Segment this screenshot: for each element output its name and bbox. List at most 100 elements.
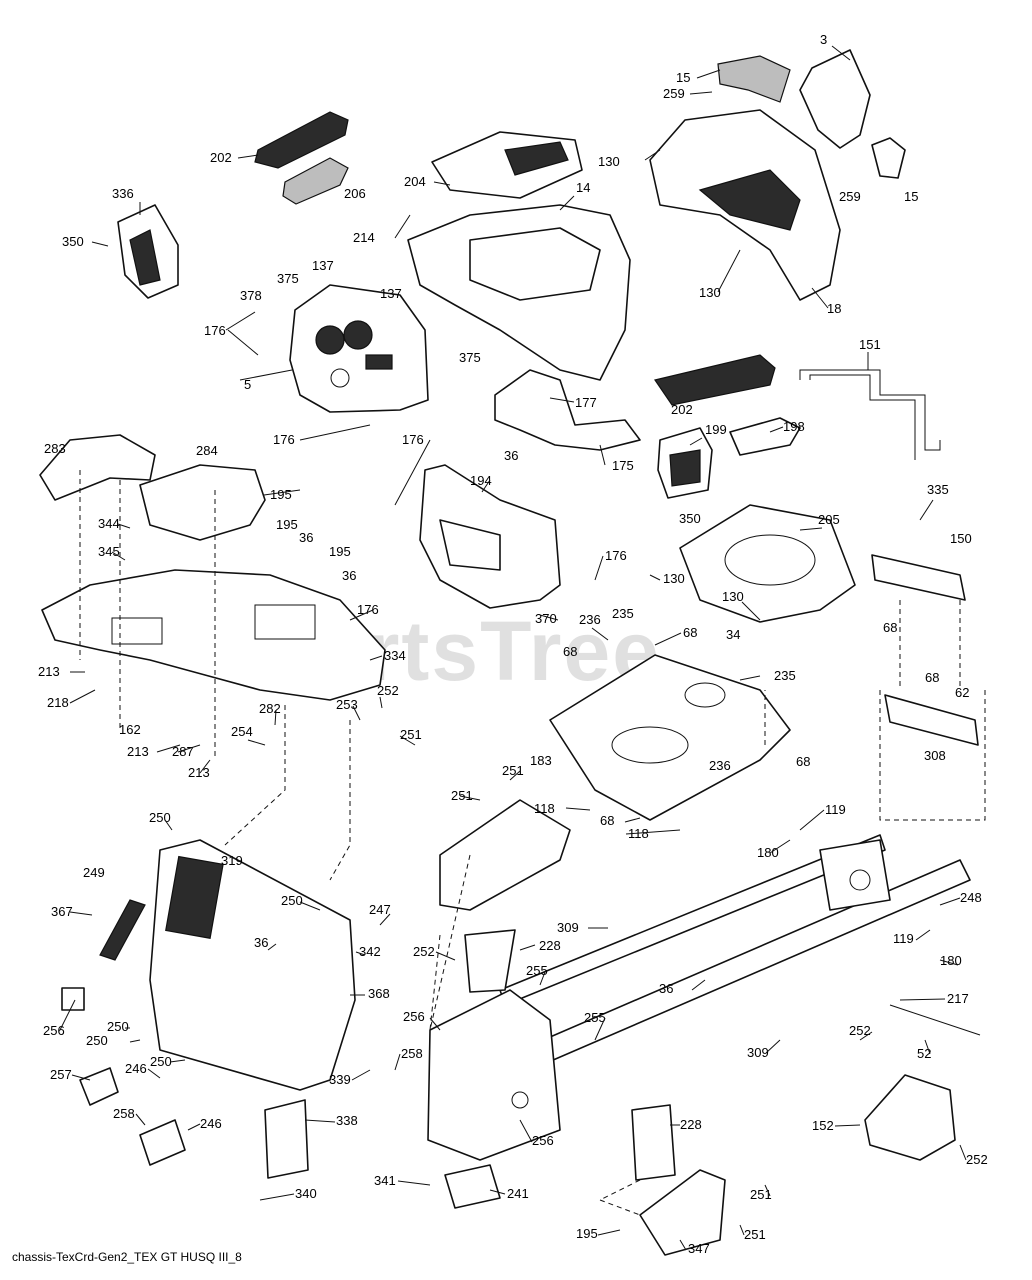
part-335-mesh [669, 449, 701, 487]
callout-68-e: 68 [796, 754, 810, 769]
callout-34: 34 [726, 627, 740, 642]
callout-370-c: 251 [451, 788, 473, 803]
callout-339: 258 [401, 1046, 423, 1061]
callout-340: 338 [336, 1113, 358, 1128]
callout-177: 177 [575, 395, 597, 410]
callout-341: 340 [295, 1186, 317, 1201]
callout-3: 3 [820, 32, 827, 47]
callout-205: 198 [783, 419, 805, 434]
part-150-opening [724, 534, 816, 586]
callout-137-b: 137 [380, 286, 402, 301]
part-367-plate [439, 799, 571, 911]
part-217-rod [889, 1004, 981, 1036]
callout-254: 287 [172, 744, 194, 759]
callout-189-b: 252 [413, 944, 435, 959]
callout-176-a: 176 [204, 323, 226, 338]
part-frame-front [427, 989, 561, 1161]
part-334-crossbar [884, 694, 979, 746]
callout-162-c: 213 [188, 765, 210, 780]
callout-194-b: 36 [342, 568, 356, 583]
part-151-bracket-rod [799, 369, 941, 460]
callout-259-b: 259 [839, 189, 861, 204]
part-283-fender [39, 434, 156, 501]
callout-15-b: 15 [904, 189, 918, 204]
part-366-plate [639, 1169, 726, 1256]
callout-368: 256 [43, 1023, 65, 1038]
part-3-side-panel [799, 49, 871, 149]
callout-228-a: 309 [557, 920, 579, 935]
part-309-grid [165, 855, 224, 939]
part-5-gauge-left [315, 325, 345, 355]
callout-36-b: 195 [329, 544, 351, 559]
part-284-seat-pan [139, 464, 266, 541]
callout-162-b: 213 [127, 744, 149, 759]
callout-309: 368 [368, 986, 390, 1001]
callout-119-a: 180 [757, 845, 779, 860]
callout-283: 283 [44, 441, 66, 456]
callout-334: 62 [955, 685, 969, 700]
part-257-pedal [79, 1067, 119, 1106]
callout-68-f: 68 [600, 813, 614, 828]
callout-248: 247 [369, 902, 391, 917]
callout-162-a: 213 [38, 664, 60, 679]
part-342-plate-upper [464, 929, 516, 993]
callout-308-b: 250 [281, 893, 303, 908]
part-34-hole-a [684, 682, 726, 708]
callout-345: 194 [470, 473, 492, 488]
callout-335: 199 [705, 422, 727, 437]
callout-246-b: 246 [200, 1116, 222, 1131]
callout-366: 347 [688, 1241, 710, 1256]
callout-5: 5 [244, 377, 251, 392]
callout-189-d: 252 [966, 1152, 988, 1167]
callout-183-a: 118 [534, 801, 555, 816]
callout-151: 151 [859, 337, 881, 352]
part-206-grille-insert [282, 157, 349, 205]
callout-257: 257 [50, 1067, 72, 1082]
callout-217: 217 [947, 991, 969, 1006]
callout-350-b: 350 [679, 511, 701, 526]
callout-347: 241 [507, 1186, 529, 1201]
callout-256-b: 256 [532, 1133, 554, 1148]
diagram-caption: chassis-TexCrd-Gen2_TEX GT HUSQ III_8 [12, 1250, 242, 1264]
callout-176-e: 176 [357, 602, 379, 617]
callout-202-b: 202 [671, 402, 693, 417]
part-37-main-fender [41, 569, 386, 701]
part-342-plate-lower [631, 1104, 676, 1181]
part-218-bracket [871, 554, 966, 601]
part-15-bracket [871, 137, 906, 179]
part-frame-hole [511, 1091, 529, 1109]
part-258-pedal [139, 1119, 186, 1166]
callout-137-a: 137 [312, 258, 334, 273]
part-347-bracket [444, 1164, 501, 1209]
callout-68-c: 68 [563, 644, 577, 659]
part-18-grille [698, 169, 801, 231]
callout-150: 205 [818, 512, 840, 527]
callout-176-b: 176 [273, 432, 295, 447]
callout-287: 218 [47, 695, 69, 710]
callout-255-a: 255 [526, 963, 548, 978]
callout-labels: 3 15 259 202 204 206 14 336 350 214 375 … [38, 32, 988, 1256]
callout-370-a: 251 [400, 727, 422, 742]
callout-36-a-text: 195 [276, 517, 298, 532]
part-175-support [494, 369, 641, 451]
callout-228-b: 309 [747, 1045, 769, 1060]
part-37-cutout-left [111, 617, 163, 645]
callout-36-c: 195 [576, 1226, 598, 1241]
part-340-plate [264, 1099, 309, 1179]
callout-370-b: 251 [502, 763, 524, 778]
callout-194-a: 36 [299, 530, 313, 545]
callout-62: 308 [924, 748, 946, 763]
callout-176-d: 176 [605, 548, 627, 563]
callout-52: 52 [917, 1046, 931, 1061]
callout-256-a-text: 256 [403, 1009, 425, 1024]
callout-350: 350 [62, 234, 84, 249]
callout-194-d: 36 [659, 981, 673, 996]
callout-375-a: 375 [277, 271, 299, 286]
callout-130-d: 130 [722, 589, 744, 604]
callout-246-a: 246 [125, 1061, 147, 1076]
callout-370-d: 251 [750, 1187, 772, 1202]
callout-319: 249 [83, 865, 105, 880]
callout-252: 254 [231, 724, 253, 739]
part-202-vent-lower [654, 354, 776, 406]
callout-344: 36 [504, 448, 518, 463]
